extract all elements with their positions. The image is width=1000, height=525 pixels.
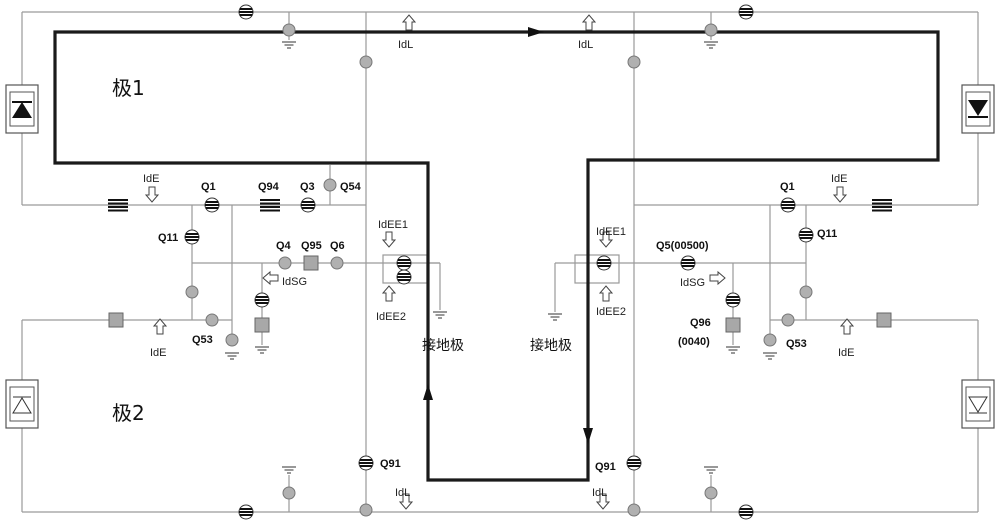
- idee2-right-label: IdEE2: [596, 306, 626, 318]
- q91-left-label: Q91: [380, 458, 401, 470]
- pole1-label: 极1: [112, 76, 145, 100]
- q4-label: Q4: [276, 240, 292, 252]
- idl-top-right-label: IdL: [578, 39, 593, 51]
- converter-pole1-right: [961, 84, 995, 134]
- q95-label: Q95: [301, 240, 322, 252]
- ide-right-bottom-label: IdE: [838, 347, 855, 359]
- ide-left-bottom-label: IdE: [150, 347, 167, 359]
- nodes: [185, 23, 813, 517]
- q54-label: Q54: [340, 181, 362, 193]
- labels: 极1 极2 接地极 接地极 IdL IdL IdL IdL IdE IdE Id…: [112, 39, 855, 499]
- ide-left-top-label: IdE: [143, 173, 160, 185]
- ground-electrode-left-label: 接地极: [422, 337, 464, 354]
- converter-pole2-left: [5, 379, 39, 429]
- q5-label: Q5(00500): [656, 240, 709, 252]
- q1-right-label: Q1: [780, 181, 795, 193]
- idee2-left-label: IdEE2: [376, 311, 406, 323]
- wiring: [21, 11, 979, 513]
- pole2-label: 极2: [112, 401, 145, 425]
- q53-right-label: Q53: [786, 338, 807, 350]
- idee1-left-label: IdEE1: [378, 219, 408, 231]
- current-path: [53, 27, 940, 482]
- q6-label: Q6: [330, 240, 345, 252]
- converter-pole1-left: [5, 84, 39, 134]
- idsg-right-label: IdSG: [680, 277, 705, 289]
- squares: [108, 255, 892, 333]
- q53-left-label: Q53: [192, 334, 213, 346]
- idl-bottom-right-label: IdL: [592, 487, 607, 499]
- idee1-right-label: IdEE1: [596, 226, 626, 238]
- q94-label: Q94: [258, 181, 280, 193]
- idl-top-left-label: IdL: [398, 39, 413, 51]
- current-arrows: [145, 14, 854, 510]
- q1-left-label: Q1: [201, 181, 216, 193]
- q11-right-label: Q11: [817, 228, 837, 240]
- idl-bottom-left-label: IdL: [395, 487, 410, 499]
- q91-right-label: Q91: [595, 461, 616, 473]
- q11-left-label: Q11: [158, 232, 178, 244]
- ide-right-top-label: IdE: [831, 173, 848, 185]
- q1-left-symbol: [204, 197, 220, 213]
- q3-label: Q3: [300, 181, 315, 193]
- idsg-left-label: IdSG: [282, 276, 307, 288]
- q96-label: Q96: [690, 317, 711, 329]
- ground-electrode-right-label: 接地极: [530, 337, 572, 354]
- converter-pole2-right: [961, 379, 995, 429]
- breakers: [107, 4, 893, 520]
- q96-code-label: (0040): [678, 336, 710, 348]
